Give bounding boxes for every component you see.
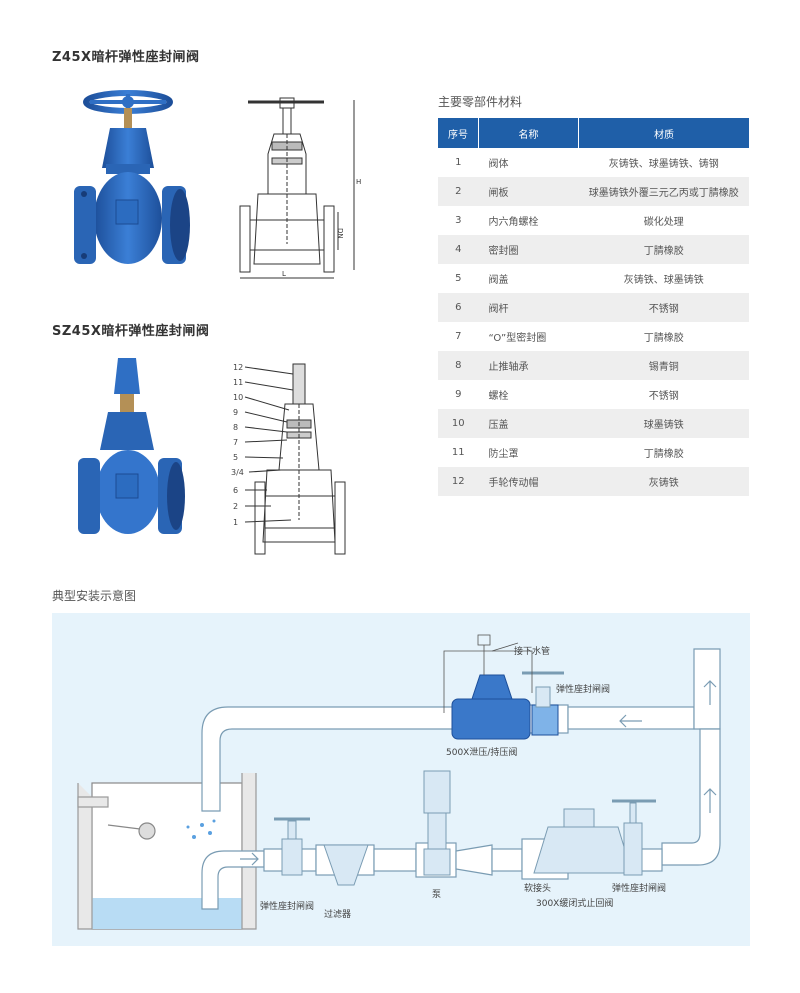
row-material: 丁腈橡胶 [643, 333, 684, 344]
row-no: 5 [455, 273, 462, 284]
materials-title: 主要零部件材料 [438, 95, 523, 109]
table-row: 7 “O”型密封圈 丁腈橡胶 [438, 322, 749, 351]
label-drain: 接下水管 [514, 647, 551, 657]
row-no: 10 [438, 409, 479, 438]
header-name: 名称 [478, 118, 579, 148]
table-row: 5 阀盖 灰铸铁、球墨铸铁 [438, 264, 749, 293]
dim-dn-label: DN [336, 228, 344, 239]
dim-h-label: H [356, 178, 361, 186]
row-name: 内六角螺栓 [488, 217, 539, 228]
row-name: “O”型密封圈 [488, 333, 547, 344]
part-label-5: 5 [233, 453, 239, 462]
row-name: 螺栓 [488, 391, 509, 402]
row-material: 球墨铸铁外覆三元乙丙或丁腈橡胶 [578, 177, 749, 206]
row-name: 手轮传动帽 [478, 467, 579, 496]
part-label-6: 6 [233, 486, 239, 495]
part-label-9: 9 [233, 408, 239, 417]
row-material: 灰铸铁、球墨铸铁、铸钢 [608, 159, 719, 170]
sz45x-photo [78, 358, 185, 534]
table-row: 11 防尘罩 丁腈橡胶 [438, 438, 749, 467]
row-name: 密封圈 [478, 235, 579, 264]
table-header-row: 序号 名称 材质 [438, 118, 749, 148]
label-gate-valve-left: 弹性座封闸阀 [260, 902, 315, 912]
install-title: 典型安装示意图 [52, 589, 137, 603]
row-no: 6 [438, 293, 479, 322]
row-material: 丁腈橡胶 [578, 235, 749, 264]
z45x-photo [74, 90, 190, 264]
row-name: 阀盖 [488, 275, 509, 286]
row-no: 12 [438, 467, 479, 496]
row-material: 不锈钢 [578, 293, 749, 322]
row-no: 4 [438, 235, 479, 264]
label-gate-valve-right: 弹性座封闸阀 [612, 884, 667, 894]
row-name: 闸板 [478, 177, 579, 206]
sz45x-drawing: 12 11 10 9 8 7 5 3/4 6 2 1 [231, 360, 371, 560]
row-material: 丁腈橡胶 [643, 449, 684, 460]
row-no: 7 [455, 331, 462, 342]
label-pump: 泵 [432, 890, 442, 900]
header-no: 序号 [438, 118, 479, 148]
label-gate-valve-top: 弹性座封闸阀 [556, 685, 611, 695]
row-material: 锡青铜 [578, 351, 749, 380]
part-label-1: 1 [233, 518, 239, 527]
header-material: 材质 [578, 118, 749, 148]
row-name: 阀体 [488, 159, 509, 170]
row-material: 碳化处理 [643, 217, 684, 228]
row-no: 1 [455, 157, 462, 168]
label-soft-joint: 软接头 [524, 884, 552, 894]
row-name: 阀杆 [478, 293, 579, 322]
z45x-title: Z45X暗杆弹性座封闸阀 [52, 50, 200, 65]
row-material: 灰铸铁、球墨铸铁 [623, 275, 704, 286]
part-label-12: 12 [233, 363, 244, 372]
row-no: 8 [438, 351, 479, 380]
table-row: 3 内六角螺栓 碳化处理 [438, 206, 749, 235]
row-material: 不锈钢 [648, 391, 679, 402]
label-check-valve: 300X缓闭式止回阀 [536, 899, 614, 909]
dim-l-label: L [282, 270, 286, 278]
part-label-3-4: 3/4 [231, 468, 244, 477]
row-no: 11 [451, 447, 465, 458]
label-filter: 过滤器 [324, 910, 352, 920]
part-label-8: 8 [233, 423, 239, 432]
table-row: 9 螺栓 不锈钢 [438, 380, 749, 409]
label-relief-valve: 500X泄压/持压阀 [446, 748, 518, 758]
row-no: 9 [455, 389, 462, 400]
row-material: 球墨铸铁 [578, 409, 749, 438]
part-label-11: 11 [233, 378, 244, 387]
install-diagram: 接下水管 弹性座封闸阀 500X泄压/持压阀 弹性座封闸阀 过滤器 泵 软接头 … [52, 613, 750, 946]
part-label-7: 7 [233, 438, 239, 447]
row-no: 3 [455, 215, 462, 226]
row-material: 灰铸铁 [578, 467, 749, 496]
part-label-10: 10 [233, 393, 244, 402]
row-no: 2 [438, 177, 479, 206]
table-row: 1 阀体 灰铸铁、球墨铸铁、铸钢 [438, 148, 749, 177]
z45x-drawing: H DN L [239, 97, 361, 279]
row-name: 压盖 [478, 409, 579, 438]
part-label-2: 2 [233, 502, 239, 511]
sz45x-title: SZ45X暗杆弹性座封闸阀 [52, 324, 210, 339]
row-name: 止推轴承 [478, 351, 579, 380]
row-name: 防尘罩 [488, 449, 519, 460]
